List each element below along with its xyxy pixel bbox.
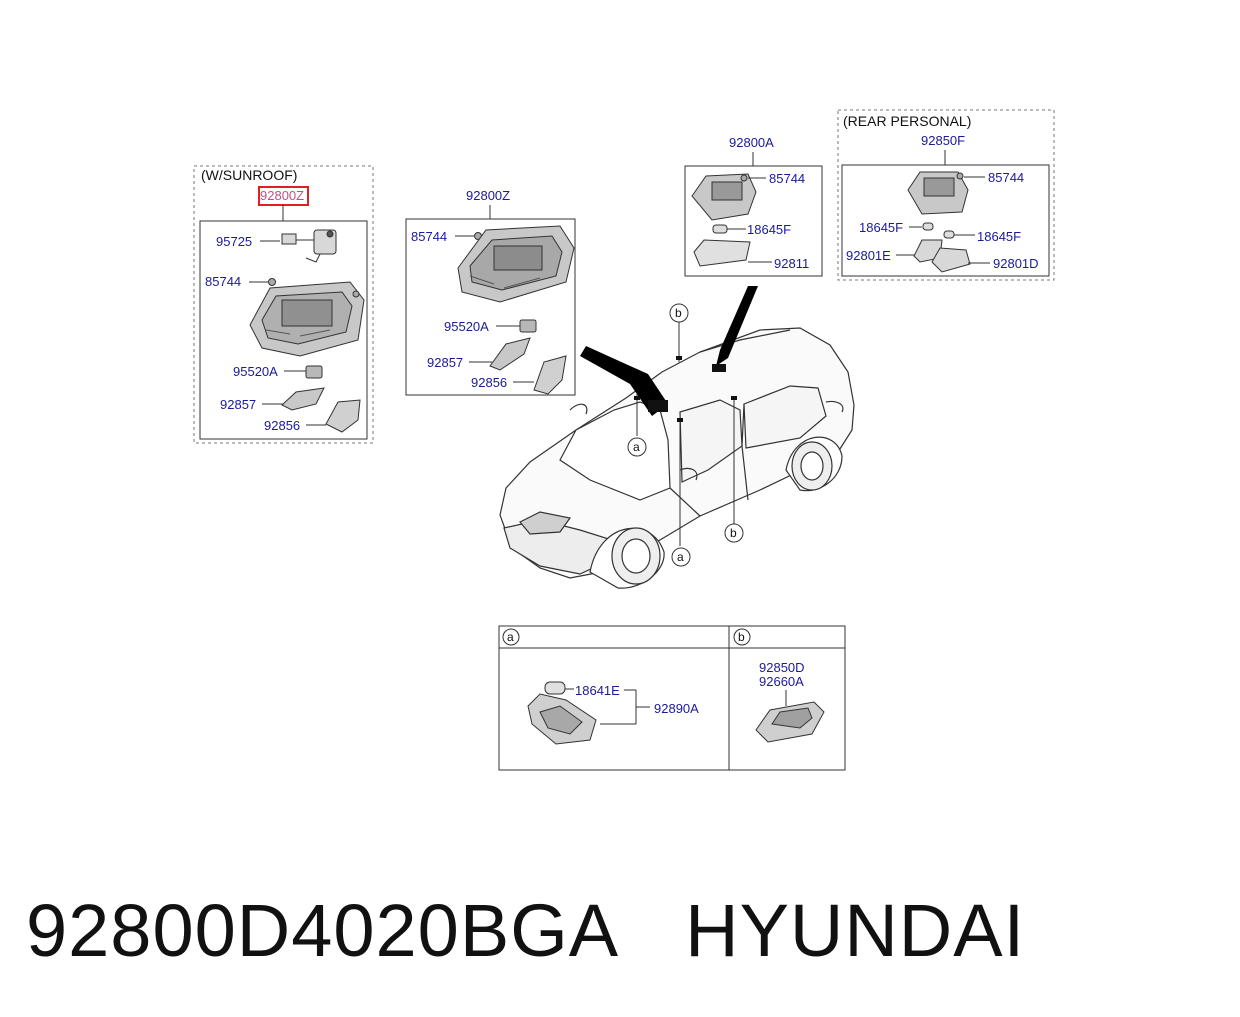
brand-name: HYUNDAI (685, 889, 1026, 972)
marker-b-top: b (669, 303, 689, 323)
screw-icon (956, 172, 964, 180)
bulb-icon (922, 222, 934, 231)
marker-a-label: a (677, 550, 684, 564)
part-label-18641E: 18641E (575, 683, 620, 698)
marker-a-bottom: a (671, 547, 691, 567)
sunroof-inner-frame (199, 220, 368, 440)
lamp-location-mark (731, 396, 737, 400)
part-label-92857: 92857 (220, 397, 256, 412)
part-number: 92800D4020BGA (26, 889, 620, 972)
lens-part (281, 387, 325, 411)
rear-personal-assembly-label: 92850F (921, 133, 965, 148)
part-label-95520A: 95520A (233, 364, 278, 379)
lamp-location-mark (677, 418, 683, 422)
standard-assembly-label: 92800Z (466, 188, 510, 203)
part-label-85744: 85744 (988, 170, 1024, 185)
standard-console-part (457, 225, 575, 303)
sunroof-switch-part (281, 229, 337, 263)
part-label-85744: 85744 (205, 274, 241, 289)
part-label-18645F-right: 18645F (977, 229, 1021, 244)
marker-b-label: b (675, 306, 682, 320)
part-label-92856: 92856 (471, 375, 507, 390)
marker-b-label: b (730, 526, 737, 540)
part-label-92850D: 92850D (759, 660, 805, 675)
detail-a-marker (502, 628, 520, 646)
detail-table: a b 18641E 92890A 92850D 92660A (498, 625, 846, 771)
map-lamp-frame (684, 165, 823, 277)
bulb-socket-icon (305, 365, 323, 379)
part-label-18645F: 18645F (747, 222, 791, 237)
sunroof-header: (W/SUNROOF) (201, 167, 297, 183)
bulb-icon (544, 681, 566, 695)
detail-b-marker-label: b (738, 630, 745, 644)
marker-b-bottom: b (724, 523, 744, 543)
marker-a-left: a (627, 437, 647, 457)
diagram-canvas: (W/SUNROOF) 92800Z 95725 85744 95520A 92… (193, 109, 1055, 771)
rear-lamp-housing-part (907, 171, 969, 215)
part-label-92856: 92856 (264, 418, 300, 433)
detail-frame (498, 625, 846, 771)
rear-personal-frame (841, 164, 1050, 277)
sunroof-assembly-label: 92800Z (260, 188, 304, 203)
screw-icon (740, 174, 748, 182)
detail-b-marker (733, 628, 751, 646)
bulb-icon (712, 224, 728, 234)
parts-diagram: (W/SUNROOF) 92800Z 95725 85744 95520A 92… (193, 109, 1055, 771)
lamp-location-mark (712, 364, 726, 372)
detail-a-marker-label: a (507, 630, 514, 644)
lens-part (489, 337, 531, 371)
lamp-location-mark (634, 396, 640, 400)
part-label-95725: 95725 (216, 234, 252, 249)
group-sunroof: (W/SUNROOF) 92800Z 95725 85744 95520A 92… (193, 165, 374, 444)
screw-icon (268, 278, 276, 286)
rear-personal-header: (REAR PERSONAL) (843, 113, 971, 129)
footer (0, 848, 1240, 1017)
part-label-92890A: 92890A (654, 701, 699, 716)
bulb-icon (943, 230, 955, 239)
rear-personal-dashed-frame (837, 109, 1055, 281)
part-label-92660A: 92660A (759, 674, 804, 689)
part-label-18645F-left: 18645F (859, 220, 903, 235)
part-label-92801D: 92801D (993, 256, 1039, 271)
part-label-92857: 92857 (427, 355, 463, 370)
car-illustration (499, 327, 855, 589)
part-label-85744: 85744 (411, 229, 447, 244)
lamp-location-mark (648, 400, 668, 412)
standard-frame (405, 218, 576, 396)
courtesy-lamp-lens (539, 705, 583, 735)
part-label-85744: 85744 (769, 171, 805, 186)
bulb-socket-icon (519, 319, 537, 333)
group-rear-personal: (REAR PERSONAL) 92850F 85744 18645F 1864… (837, 109, 1055, 281)
part-label-92801E: 92801E (846, 248, 891, 263)
part-label-95520A: 95520A (444, 319, 489, 334)
marker-a-label: a (633, 440, 640, 454)
lens-part (693, 239, 751, 267)
map-lamp-assembly-label: 92800A (729, 135, 774, 150)
part-label-92811: 92811 (774, 256, 809, 271)
group-map-lamp: 92800A 85744 18645F 92811 (684, 135, 823, 277)
lamp-location-mark (676, 356, 682, 360)
pointer-arrow (716, 286, 758, 366)
sunroof-console-part (249, 281, 365, 357)
bezel-part (325, 399, 361, 433)
bezel-part (533, 355, 567, 395)
caption: 92800D4020BGA HYUNDAI (26, 888, 1025, 973)
map-lamp-housing-part (691, 173, 757, 221)
group-standard: 92800Z 85744 95520A 92857 92856 (405, 188, 576, 396)
pointer-arrow (580, 346, 668, 416)
personal-lamp-lens (771, 707, 813, 729)
right-lens-part (931, 247, 971, 273)
